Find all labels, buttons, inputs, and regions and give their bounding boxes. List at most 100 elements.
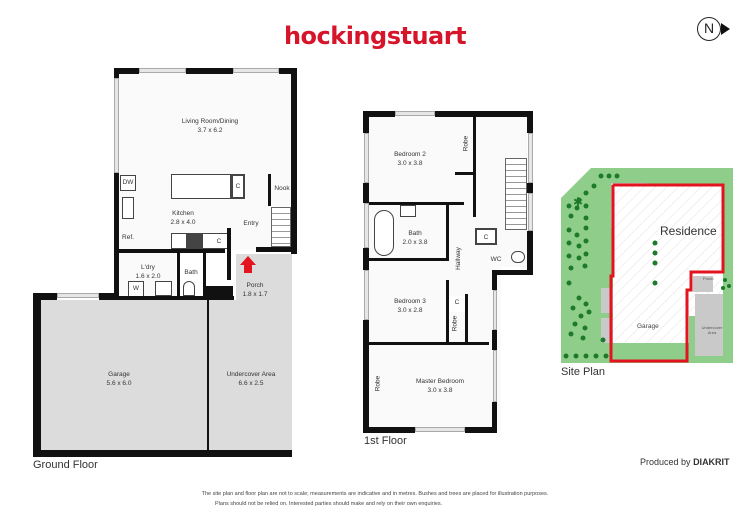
cooktop-icon (186, 234, 203, 249)
site-label-garage: Garage (637, 323, 659, 330)
robe-label: Robe (462, 135, 470, 152)
window (139, 68, 186, 73)
room-label-bedroom2: Bedroom 2 3.0 x 3.8 (394, 151, 426, 167)
window (395, 111, 435, 116)
compass-north-icon: N (697, 17, 721, 41)
cupboard-c: C (475, 228, 497, 245)
stairs (271, 207, 291, 247)
wall (279, 68, 297, 74)
wall (363, 111, 395, 117)
site-label-porch: Porch (703, 276, 714, 281)
vanity (400, 205, 416, 217)
ground-floor-caption: Ground Floor (33, 459, 98, 471)
wall (114, 68, 139, 74)
stairs (505, 158, 527, 230)
wall (498, 111, 533, 117)
kitchen-island (171, 174, 231, 199)
room-label-wc: WC (490, 256, 502, 263)
brand-logo: hockingstuart (283, 22, 467, 50)
wall (527, 231, 533, 275)
wall (363, 248, 369, 270)
wall (495, 270, 533, 275)
wall (369, 202, 464, 205)
room-label-living: Living Room/Dining 3.7 x 6.2 (181, 118, 239, 134)
wall (446, 205, 449, 260)
room-label-kitchen: Kitchen 2.8 x 4.0 (170, 210, 196, 226)
robe-label: Robe (451, 315, 459, 332)
room-label-undercover: Undercover Area 6.6 x 2.5 (226, 371, 276, 387)
room-label-entry: Entry (243, 220, 259, 227)
wall (492, 270, 497, 290)
wall (227, 228, 231, 280)
site-plan-map: ✱ (561, 168, 733, 363)
site-plan-caption: Site Plan (561, 366, 606, 378)
window (493, 350, 497, 402)
wall (369, 258, 449, 261)
window (528, 133, 533, 183)
robe-label: Robe (374, 375, 382, 392)
wall (363, 320, 369, 432)
room-label-bedroom3: Bedroom 3 3.0 x 2.8 (394, 298, 426, 314)
room-label-nook: Nook (274, 185, 290, 192)
entrance-arrow-icon (240, 256, 256, 265)
produced-by: Produced by DIAKRIT (640, 457, 730, 467)
wall (186, 68, 233, 74)
living-room (118, 70, 292, 250)
room-label-bath-upper: Bath 2.0 x 3.8 (402, 230, 428, 246)
sink (122, 197, 134, 219)
wall (363, 111, 369, 133)
fridge-label: Ref. (122, 234, 134, 241)
first-floor-caption: 1st Floor (364, 435, 407, 447)
wall (446, 280, 449, 343)
window (233, 68, 279, 73)
room-label-bath-ground: Bath (184, 269, 198, 276)
north-arrow-icon (721, 23, 730, 35)
dishwasher: DW (120, 175, 136, 191)
undercover-area (209, 300, 292, 450)
wall (455, 172, 475, 175)
window (493, 290, 497, 330)
wall (33, 450, 292, 457)
wall (205, 286, 233, 298)
window (415, 427, 465, 432)
window (364, 270, 369, 320)
wall (256, 247, 292, 252)
wall (363, 427, 415, 433)
window (528, 193, 533, 231)
wall (114, 68, 119, 78)
svg-text:✱: ✱ (573, 195, 583, 209)
room-label-master: Master Bedroom 3.0 x 3.8 (415, 378, 465, 394)
wall (492, 330, 497, 350)
room-label-garage: Garage 5.6 x 6.0 (106, 371, 132, 387)
room-label-porch: Porch 1.8 x 1.7 (242, 282, 268, 298)
producer-brand: DIAKRIT (693, 457, 730, 467)
window (364, 203, 369, 248)
wall (465, 427, 497, 433)
wall (99, 293, 114, 301)
window (364, 133, 369, 183)
cupboard-c: C (216, 238, 222, 245)
wall (465, 294, 468, 343)
hallway-label: Hallway (454, 247, 462, 270)
wall (119, 249, 225, 253)
wall (33, 293, 41, 456)
wall (114, 296, 234, 300)
wall (369, 342, 489, 345)
wall (177, 253, 180, 298)
wall (492, 402, 497, 432)
wall (207, 298, 209, 452)
wall (203, 253, 206, 298)
toilet (183, 281, 195, 296)
toilet (511, 251, 525, 263)
site-label-residence: Residence (660, 224, 717, 238)
cupboard-c: C (231, 174, 245, 199)
wall (363, 183, 369, 203)
wall (527, 183, 533, 193)
window (114, 78, 119, 173)
wall (473, 117, 476, 217)
garage (41, 300, 208, 450)
site-label-undercover: Undercover Area (701, 325, 723, 335)
wall (268, 174, 271, 206)
room-label-laundry: L'dry 1.6 x 2.0 (135, 264, 161, 280)
wall (435, 111, 502, 117)
